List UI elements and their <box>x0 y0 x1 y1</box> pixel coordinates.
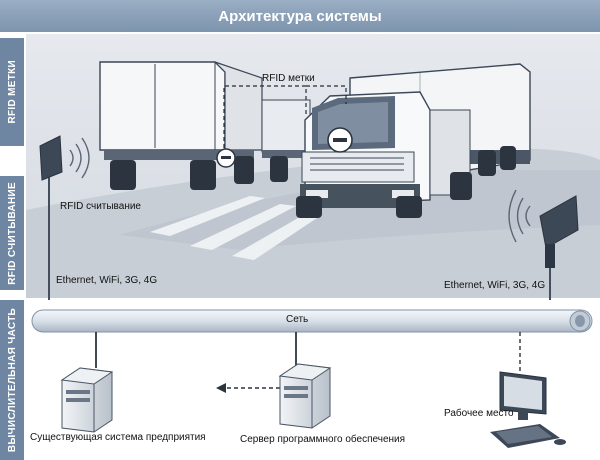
side-label-compute: ВЫЧИСЛИТЕЛЬНАЯ ЧАСТЬ <box>0 300 24 460</box>
data-flow-arrow <box>216 383 280 393</box>
rfid-tag-links <box>223 85 347 148</box>
rfid-tags-label: RFID метки <box>262 73 315 84</box>
software-server-label: Сервер программного обеспечения <box>240 434 406 445</box>
road-markings <box>150 196 320 260</box>
rfid-reading-label: RFID считывание <box>60 201 141 212</box>
network-left-label: Ethernet, WiFi, 3G, 4G <box>56 275 158 286</box>
side-label-rfid-tags: RFID МЕТКИ <box>0 38 24 146</box>
network-right-label: Ethernet, WiFi, 3G, 4G <box>444 280 546 291</box>
enterprise-system-label: Существующая система предприятия <box>30 432 206 443</box>
rfid-reader-right <box>508 189 579 300</box>
rfid-reader-left <box>39 135 90 300</box>
network-bus-label: Сеть <box>286 314 309 325</box>
side-label-rfid-reading: RFID СЧИТЫВАНИЕ <box>0 176 24 290</box>
network-bus <box>31 309 593 333</box>
software-server-icon <box>278 363 332 429</box>
bus-connectors <box>95 332 297 368</box>
diagram-title: Архитектура системы <box>218 7 382 25</box>
enterprise-server-icon <box>60 367 114 433</box>
workstation-icon <box>490 371 566 448</box>
truck-front <box>296 63 531 218</box>
workstation-label: Рабочее место <box>444 408 514 419</box>
title-bar: Архитектура системы <box>0 0 600 32</box>
truck-rear <box>99 61 311 190</box>
